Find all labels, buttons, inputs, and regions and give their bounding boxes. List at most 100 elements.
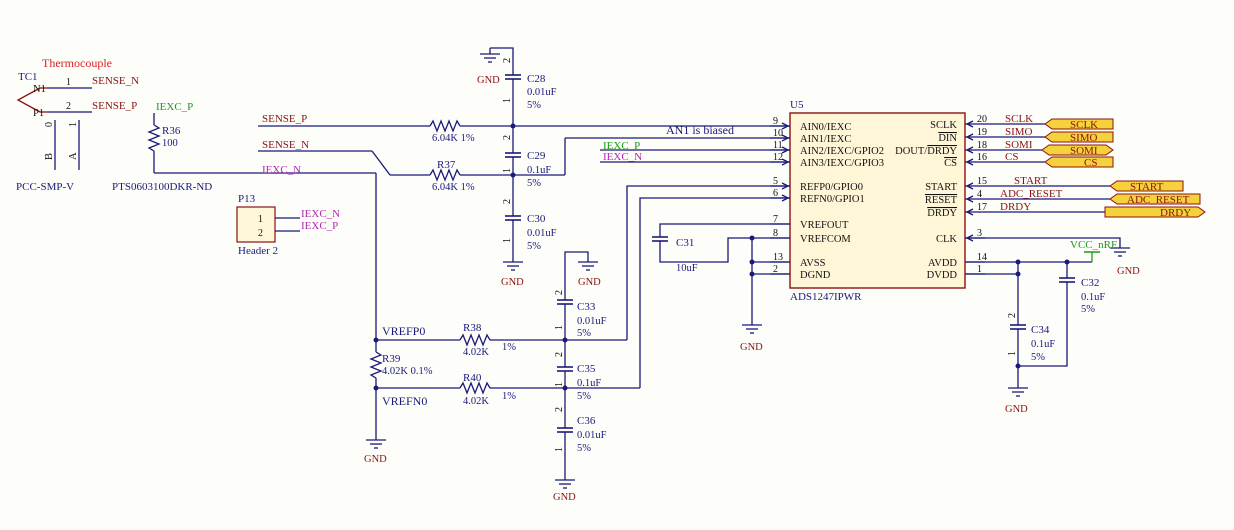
tc1-label-b: B: [44, 153, 55, 160]
c33-top-wire: [564, 251, 589, 300]
u5-pin-num-16: 16: [977, 152, 987, 163]
c36-pin2: 2: [554, 407, 565, 412]
u5-body: [789, 112, 966, 289]
r40-ref: R40: [463, 372, 482, 384]
u5-pin-arrow-6: [781, 194, 790, 202]
c32-ref: C32: [1081, 277, 1099, 289]
c34-pin1: 1: [1007, 351, 1018, 356]
c33-ref: C33: [577, 301, 596, 313]
r36-group: IEXC_P R36 100 PTS0603100DKR-ND: [112, 101, 376, 193]
c33-gnd-label: GND: [578, 277, 601, 288]
tc1-ref: TC1: [18, 71, 38, 83]
u5-pin-name-18: DOUT/DRDY: [895, 146, 957, 157]
r-top-value: 6.04K 1%: [432, 133, 475, 144]
u5-pin-arrow-18: [965, 146, 974, 154]
port-drdy: [1104, 206, 1206, 218]
r36-resistor: [147, 124, 161, 152]
u5-pin-num-14: 14: [977, 252, 987, 263]
port-sclk-label: SCLK: [1070, 119, 1098, 131]
u5-pin-num-6: 6: [773, 188, 778, 199]
u5-pin-num-1: 1: [977, 264, 982, 275]
r40-value: 4.02K: [463, 396, 489, 407]
u5-pin-arrow-4: [965, 195, 974, 203]
u5-pin-num-7: 7: [773, 214, 778, 225]
u5-pin-num-13: 13: [773, 252, 783, 263]
u5-pin-arrow-20: [965, 120, 974, 128]
u5-pin-arrow-15: [965, 182, 974, 190]
p13-pin-2: 2: [258, 228, 263, 239]
u5-pin-arrow-17: [965, 208, 974, 216]
tc1-junction: [16, 87, 41, 113]
r38-resistor: [459, 333, 491, 347]
junction-avss: [749, 259, 755, 265]
c30-value: 0.01uF: [527, 228, 557, 239]
r37-ref: R37: [437, 159, 456, 171]
r38-ref: R38: [463, 322, 482, 334]
junction-dgnd: [749, 271, 755, 277]
u5-pin-name-12: AIN3/IEXC/GPIO3: [800, 158, 884, 169]
net-label-vcc-nrf: VCC_nRF: [1070, 239, 1117, 251]
c29-pin1: 1: [502, 168, 513, 173]
port-drdy-label: DRDY: [1160, 207, 1191, 219]
c35-tol: 5%: [577, 391, 591, 402]
net-label-iexc-p-ic: IEXC_P: [603, 140, 640, 152]
tc1-label-a: A: [68, 152, 79, 160]
c30-ref: C30: [527, 213, 546, 225]
u5-pin-arrow-9: [781, 122, 790, 130]
c32-tol: 5%: [1081, 304, 1095, 315]
c34-ref: C34: [1031, 324, 1050, 336]
reference-network: VREFP0 R38 4.02K 1% R39 4.02K 0.1% VREFN…: [364, 173, 790, 503]
c36-pin1: 1: [554, 447, 565, 452]
c28-gnd-label: GND: [477, 75, 500, 86]
u5-pin-name-15: START: [925, 182, 957, 193]
c29-value: 0.1uF: [527, 165, 551, 176]
r36-ref: R36: [162, 125, 181, 137]
u5-pin-name-8: VREFCOM: [800, 234, 851, 245]
c30-pin2: 2: [502, 199, 513, 204]
p13-net-iexc-p: IEXC_P: [301, 220, 338, 232]
c36-ref: C36: [577, 415, 596, 427]
junction-c32-gnd: [1015, 363, 1021, 369]
net-label-sense-p-tc: SENSE_P: [92, 100, 137, 112]
u5-pin-arrow-16: [965, 158, 974, 166]
c31-value: 10uF: [676, 263, 698, 274]
port-start-label: START: [1130, 181, 1164, 193]
clk-gnd-label: GND: [1117, 266, 1140, 277]
thermocouple-title: Thermocouple: [42, 56, 112, 70]
c30-pin1: 1: [502, 238, 513, 243]
port-sclk: [1044, 118, 1114, 130]
c33-value: 0.01uF: [577, 316, 607, 327]
u5-pin-arrow-10: [781, 134, 790, 142]
c35-ref: C35: [577, 363, 596, 375]
c35-pin1: 1: [554, 382, 565, 387]
c31-group: C31 10uF GND: [652, 223, 790, 353]
u5-pin-name-10: AIN1/IEXC: [800, 134, 851, 145]
u5-pin-name-6: REFN0/GPIO1: [800, 194, 865, 205]
input-cap-column: GND 2 1 C28 0.01uF 5% 2 1 C29 0.1uF 5% 2…: [477, 47, 557, 288]
port-start: [1109, 180, 1184, 192]
tc1-pinnum-2: 2: [66, 101, 71, 112]
u5-pin-num-2: 2: [773, 264, 778, 275]
c29-pin2: 2: [502, 135, 513, 140]
u5-pin-arrow-11: [781, 146, 790, 154]
net-label-somi: SOMI: [1005, 139, 1033, 151]
clk-wire: [966, 237, 1121, 248]
u5-pin-name-4: RESET: [925, 195, 958, 206]
r37-resistor: [429, 168, 461, 182]
tc1-bodypin-1: 1: [68, 122, 79, 127]
u5-pin-num-4: 4: [977, 189, 982, 200]
c29-tol: 5%: [527, 178, 541, 189]
net-label-iexc-n: IEXC_N: [262, 164, 301, 176]
c34-value: 0.1uF: [1031, 339, 1055, 350]
c31-ref: C31: [676, 237, 694, 249]
u5-pin-num-9: 9: [773, 116, 778, 127]
u5-pin-arrow-12: [781, 158, 790, 166]
net-label-sclk: SCLK: [1005, 113, 1033, 125]
tc1-pin-p1: P1: [33, 108, 44, 119]
tc1-pinnum-1: 1: [66, 77, 71, 88]
u5-pin-num-19: 19: [977, 127, 987, 138]
port-somi: [1041, 144, 1114, 156]
net-label-sense-n-tc: SENSE_N: [92, 75, 139, 87]
tc1-pin-n1: N1: [33, 84, 46, 95]
u5-pin-name-20: SCLK: [930, 120, 957, 131]
